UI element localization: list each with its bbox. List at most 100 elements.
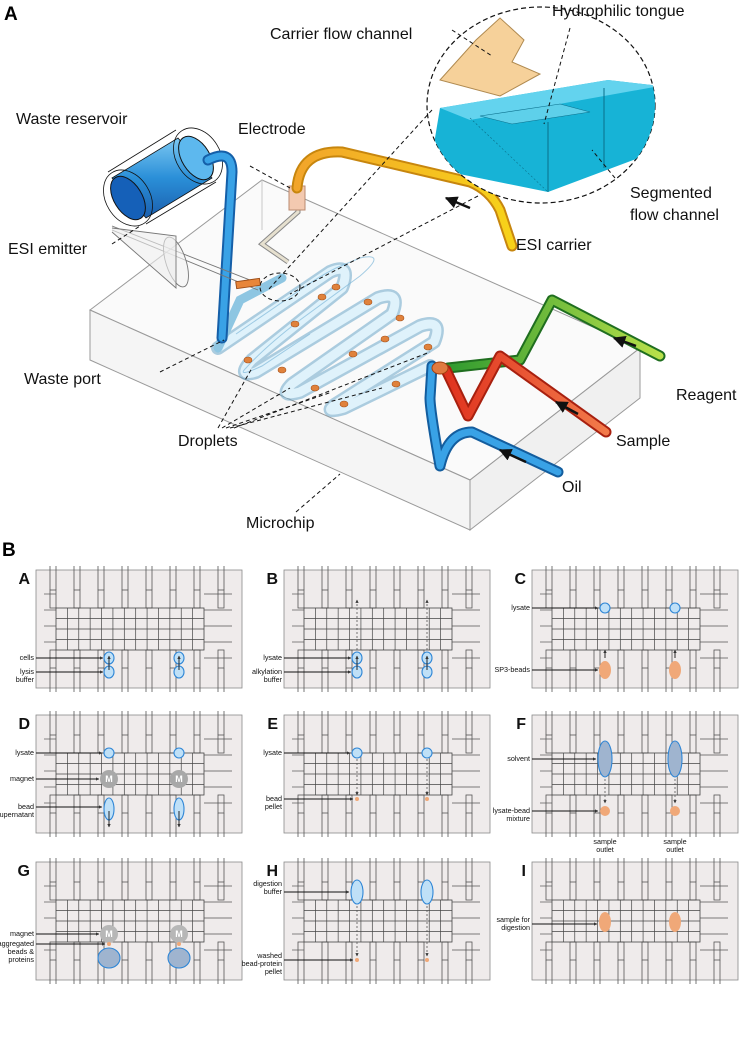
magnet-symbol: M (105, 774, 113, 784)
magnet-icon (100, 925, 118, 943)
panel-a-labels: Carrier flow channel Hydrophilic tongue … (8, 3, 737, 532)
droplet (597, 740, 613, 778)
zoom-inset (426, 6, 656, 204)
droplet (350, 879, 364, 905)
label-waste-port: Waste port (24, 371, 101, 388)
label-segmented-1: Segmented (630, 185, 712, 202)
subpanel-letter: I (522, 863, 526, 880)
label-hydrophilic-tongue: Hydrophilic tongue (552, 3, 685, 20)
droplet (599, 602, 611, 614)
bead-droplet (425, 958, 429, 962)
label-waste-reservoir: Waste reservoir (16, 111, 128, 128)
droplet (167, 947, 191, 969)
label-reagent: Reagent (676, 387, 737, 404)
subpanel-letter: E (267, 716, 278, 733)
subpanel-letter: C (514, 571, 526, 588)
magnet-symbol: M (175, 929, 183, 939)
bead-droplet (425, 797, 429, 801)
subpanel-label: beadsupernatant (0, 802, 34, 819)
droplet (667, 740, 683, 778)
bead-droplet (669, 912, 681, 932)
bead-droplet (177, 942, 181, 946)
subpanel-label: lysate (263, 748, 282, 757)
leader-lines (111, 27, 616, 513)
subpanel-label: solvent (507, 754, 530, 763)
subpanel-label: lysate (511, 603, 530, 612)
panel-a-letter: A (4, 4, 18, 25)
magnet-symbol: M (105, 929, 113, 939)
sample-inlet (440, 350, 612, 438)
panel-b-letter: B (2, 540, 16, 561)
oil-inlet (424, 360, 564, 478)
subpanel-letter: D (18, 716, 30, 733)
subpanel-label: lysate (15, 748, 34, 757)
bead-droplet (600, 806, 610, 816)
subpanel-letter: H (266, 863, 278, 880)
subpanel-label: cells (20, 653, 35, 662)
reagent-inlet (442, 294, 666, 374)
label-oil: Oil (562, 479, 582, 496)
subpanel-letter: F (516, 716, 526, 733)
droplet (103, 747, 115, 759)
label-segmented-2: flow channel (630, 207, 719, 224)
droplet (351, 747, 363, 759)
droplet (173, 747, 185, 759)
label-carrier-flow-channel: Carrier flow channel (270, 26, 412, 43)
label-electrode: Electrode (238, 121, 306, 138)
subpanel-label: SP3-beads (494, 665, 530, 674)
magnet-icon (100, 770, 118, 788)
bead-droplet (670, 806, 680, 816)
droplets-markers (243, 283, 433, 408)
subpanel-letter: G (18, 863, 30, 880)
junction-droplet (431, 361, 449, 375)
magnet-icon (170, 770, 188, 788)
magnet-icon (170, 925, 188, 943)
droplet (420, 879, 434, 905)
subpanel-letter: A (18, 571, 30, 588)
magnet-symbol: M (175, 774, 183, 784)
label-esi-emitter: ESI emitter (8, 241, 88, 258)
label-microchip: Microchip (246, 515, 315, 532)
panel-a: A (4, 3, 737, 532)
label-esi-carrier: ESI carrier (516, 237, 592, 254)
label-sample: Sample (616, 433, 670, 450)
waste-reservoir (103, 127, 223, 227)
bead-droplet (355, 958, 359, 962)
bead-droplet (669, 661, 681, 679)
droplet (421, 747, 433, 759)
subpanel-label: magnet (10, 929, 34, 938)
subpanel-label: lysate (263, 653, 282, 662)
bead-droplet (107, 942, 111, 946)
electrode (257, 185, 306, 265)
label-droplets: Droplets (178, 433, 238, 450)
droplet (669, 602, 681, 614)
carrier-flow-arrow (444, 196, 471, 210)
subpanel-label: magnet (10, 774, 34, 783)
droplet (97, 947, 121, 969)
bead-droplet (355, 797, 359, 801)
bead-droplet (599, 661, 611, 679)
bead-droplet (599, 912, 611, 932)
